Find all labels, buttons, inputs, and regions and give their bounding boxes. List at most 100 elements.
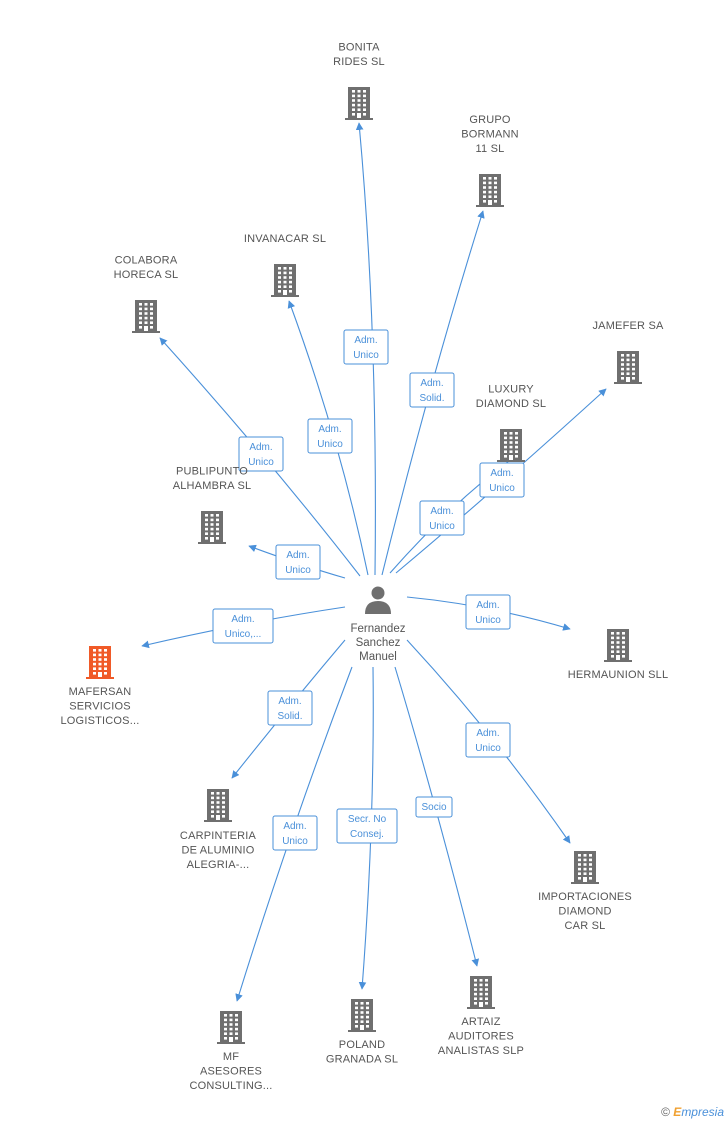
building-icon[interactable] [198, 511, 226, 544]
edge-labels-layer: Adm.UnicoAdm.Solid.Adm.UnicoAdm.UnicoAdm… [212, 329, 525, 851]
company-label: ARTAIZ [461, 1016, 500, 1028]
edge-role-text: Unico [282, 836, 308, 847]
edge-role-jamefer[interactable]: Adm. Unico [479, 462, 525, 498]
company-node-carpinteria[interactable]: CARPINTERIA DE ALUMINIO ALEGRIA-... [180, 789, 257, 871]
edge-role-text: Unico [248, 457, 274, 468]
person-name-line: Manuel [359, 651, 397, 663]
company-node-jamefer[interactable]: JAMEFER SA [592, 320, 664, 384]
company-label: POLAND [339, 1039, 385, 1051]
footer-brand: © Empresia [661, 1105, 724, 1119]
company-label: BONITA [338, 42, 380, 54]
edge-role-invanacar[interactable]: Adm. Unico [307, 418, 353, 454]
edge-role-text: Adm. [231, 614, 254, 625]
edge-role-text: Adm. [420, 378, 443, 389]
edge-role-text: Unico [285, 565, 311, 576]
edge-role-colabora[interactable]: Adm. Unico [238, 436, 284, 472]
building-icon[interactable] [132, 300, 160, 333]
company-label: INVANACAR SL [244, 233, 326, 245]
edge-role-publipunto[interactable]: Adm.Unico [275, 544, 321, 580]
edge-role-text: Unico [353, 350, 379, 361]
edge-role-text: Adm. [249, 442, 272, 453]
edge-role-text: Unico,... [225, 629, 262, 640]
edge-role-importaciones[interactable]: Adm.Unico [465, 722, 511, 758]
brand-logo-text: mpresia [681, 1105, 724, 1119]
company-label: COLABORA [115, 255, 178, 267]
company-node-mf[interactable]: MFASESORESCONSULTING... [189, 1011, 272, 1092]
company-label: AUDITORES [448, 1031, 514, 1043]
company-label: GRANADA SL [326, 1054, 398, 1066]
building-icon[interactable] [476, 174, 504, 207]
edge-role-text: Unico [317, 439, 343, 450]
edge-role-text: Adm. [476, 728, 499, 739]
edge-role-text: Adm. [283, 821, 306, 832]
edge-role-mafersan[interactable]: Adm. Unico,... [212, 608, 274, 644]
company-node-invanacar[interactable]: INVANACAR SL [244, 233, 326, 297]
building-icon[interactable] [204, 789, 232, 822]
company-label: 11 SL [476, 143, 505, 155]
edge-role-text: Unico [429, 521, 455, 532]
edge-role-artaiz[interactable]: Socio [415, 796, 453, 818]
building-icon[interactable] [345, 87, 373, 120]
company-label: ALEGRIA-... [187, 859, 250, 871]
edge-role-text: Socio [421, 802, 446, 813]
edge-role-text: Adm. [490, 468, 513, 479]
company-node-bonita[interactable]: BONITA RIDES SL [333, 42, 385, 121]
company-label: DE ALUMINIO [181, 845, 254, 857]
edge-role-text: Solid. [277, 711, 302, 722]
edge-role-text: Adm. [430, 506, 453, 517]
brand-logo-e: E [673, 1105, 682, 1119]
company-node-mafersan[interactable]: MAFERSAN SERVICIOS LOGISTICOS... [60, 646, 139, 727]
company-label: DIAMOND SL [476, 398, 546, 410]
company-label: DIAMOND [558, 906, 611, 918]
building-icon[interactable] [497, 429, 525, 462]
company-label: MAFERSAN [69, 686, 132, 698]
building-icon[interactable] [571, 851, 599, 884]
building-icon[interactable] [467, 976, 495, 1009]
building-icon[interactable] [271, 264, 299, 297]
company-label: CONSULTING... [189, 1080, 272, 1092]
edge-role-text: Adm. [476, 600, 499, 611]
edge-role-bormann[interactable]: Adm.Solid. [409, 372, 455, 408]
company-label: RIDES SL [333, 56, 385, 68]
company-label: CAR SL [565, 920, 606, 932]
edge-role-text: Adm. [354, 335, 377, 346]
edge-role-bonita[interactable]: Adm. Unico [343, 329, 389, 365]
edge-role-carpinteria[interactable]: Adm. Solid. [267, 690, 313, 726]
copyright-symbol: © [661, 1105, 670, 1119]
company-label: CARPINTERIA [180, 830, 257, 842]
company-node-poland[interactable]: POLAND GRANADA SL [326, 999, 398, 1066]
building-icon[interactable] [348, 999, 376, 1032]
building-icon[interactable] [86, 646, 114, 679]
company-label: HORECA SL [114, 269, 179, 281]
edge-role-text: Unico [489, 483, 515, 494]
company-node-colabora[interactable]: COLABORA HORECA SL [114, 255, 179, 334]
edge-role-hermaunion[interactable]: Adm. Unico [465, 594, 511, 630]
company-node-luxury[interactable]: LUXURY DIAMOND SL [476, 384, 546, 463]
building-icon[interactable] [604, 629, 632, 662]
building-icon[interactable] [614, 351, 642, 384]
company-label: SERVICIOS [69, 701, 131, 713]
person-name-line: Fernandez [351, 623, 406, 635]
edge-role-mf[interactable]: Adm. Unico [272, 815, 318, 851]
edge-role-luxury[interactable]: Adm. Unico [419, 500, 465, 536]
company-label: ASESORES [200, 1066, 262, 1078]
edge-role-text: Adm. [278, 696, 301, 707]
company-label: ALHAMBRA SL [173, 480, 252, 492]
company-label: LOGISTICOS... [60, 715, 139, 727]
company-node-publipunto[interactable]: PUBLIPUNTO ALHAMBRA SL [173, 466, 252, 545]
company-label: PUBLIPUNTO [176, 466, 248, 478]
edge-role-text: Adm. [318, 424, 341, 435]
company-label: JAMEFER SA [592, 320, 664, 332]
building-icon[interactable] [217, 1011, 245, 1044]
edge-role-text: Secr. No [348, 814, 387, 825]
company-label: LUXURY [488, 384, 534, 396]
edge-role-text: Unico [475, 615, 501, 626]
company-node-hermaunion[interactable]: HERMAUNION SLL [568, 629, 669, 681]
